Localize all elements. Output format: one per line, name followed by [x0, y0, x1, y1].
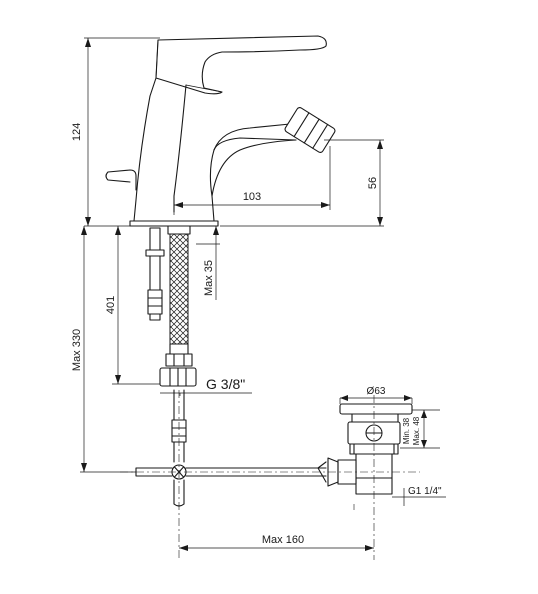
dim-124-label: 124	[71, 123, 83, 141]
dim-max35-label: Max 35	[203, 260, 215, 296]
dim-g38-label: G 3/8"	[206, 376, 245, 392]
body-column	[133, 95, 291, 222]
popup-rod	[105, 169, 137, 191]
dim-56-label: 56	[367, 177, 379, 189]
mixer-base	[129, 220, 219, 227]
dim-max330-label: Max 330	[71, 329, 83, 371]
flexible-hose	[159, 225, 197, 387]
dim-401-label: 401	[105, 296, 117, 314]
center-lines	[120, 390, 420, 560]
popup-waste	[317, 403, 413, 495]
supply-pipe	[135, 389, 327, 507]
mixer-body	[105, 35, 327, 227]
dim-max160-label: Max 160	[262, 534, 304, 546]
dim-g114-label: G1 1/4"	[408, 486, 442, 497]
dim-max48-label: Max. 48	[412, 416, 421, 445]
fixing-rod	[145, 227, 165, 321]
lever-handle	[155, 35, 327, 95]
dim-min38-label: Min. 38	[402, 417, 411, 444]
bidet-nozzle	[284, 107, 336, 153]
dimension-lines	[80, 37, 446, 551]
dim-diameter-label: Ø63	[367, 386, 386, 397]
dim-103-label: 103	[243, 191, 261, 203]
